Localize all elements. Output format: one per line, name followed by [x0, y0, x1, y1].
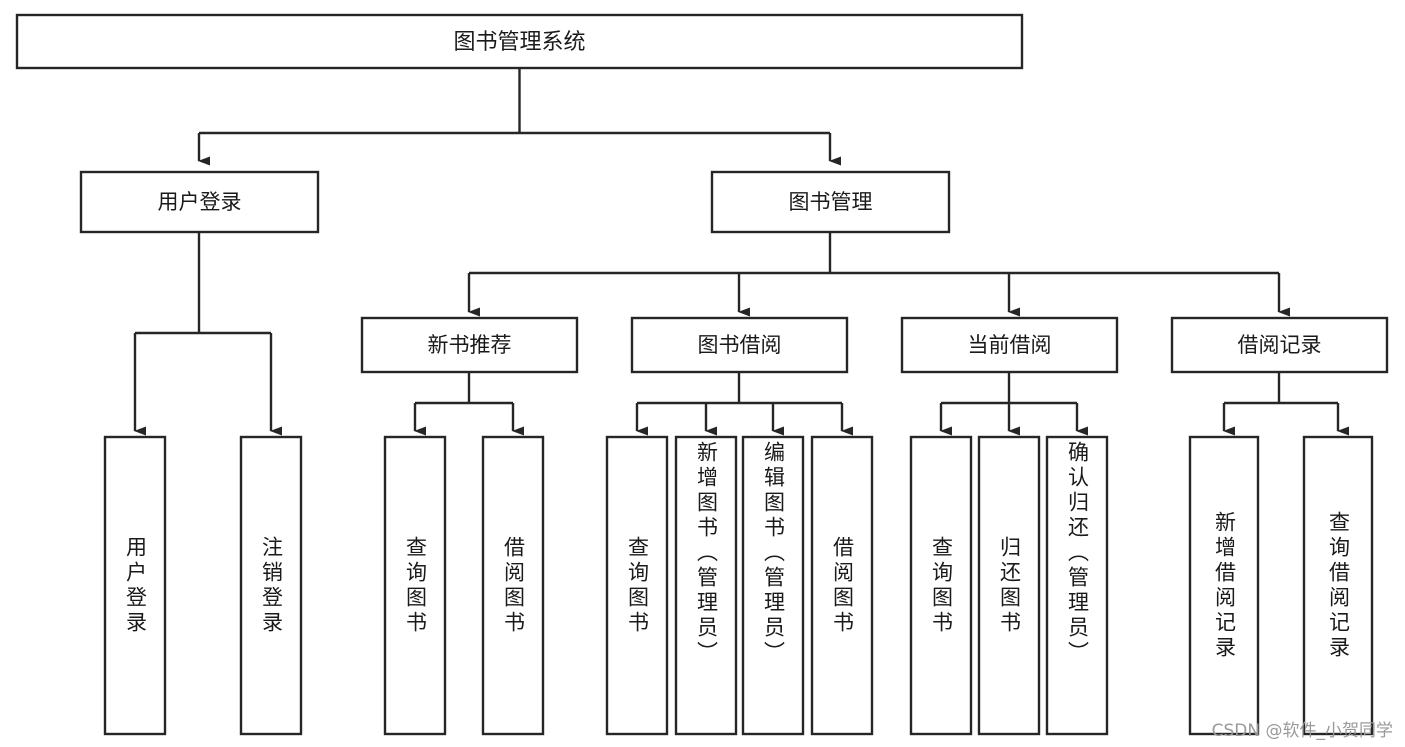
leaf-add-book-box[interactable] [674, 435, 738, 736]
leaf-user-login-box[interactable] [103, 435, 167, 736]
node-book-manage-label: 图书管理 [789, 190, 873, 214]
node-user-login-box[interactable] [79, 170, 320, 234]
leaf-query-book-1-box[interactable] [383, 435, 447, 736]
node-borrow-record-box[interactable] [1170, 316, 1389, 374]
node-new-book-recommend[interactable]: 新书推荐 [360, 316, 579, 374]
leaf-borrow-book-1-box[interactable] [481, 435, 545, 736]
leaf-borrow-book-2-box[interactable] [810, 435, 874, 736]
leaf-confirm-return-box[interactable] [1045, 435, 1109, 736]
node-book-manage-box[interactable] [710, 170, 951, 234]
node-book-borrow-box[interactable] [630, 316, 849, 374]
node-book-borrow[interactable]: 图书借阅 [630, 316, 849, 374]
node-user-login[interactable]: 用户登录 [79, 170, 320, 234]
leaf-query-book-3-box[interactable] [909, 435, 973, 736]
leaf-add-record-box[interactable] [1188, 435, 1260, 736]
node-current-borrow-box[interactable] [900, 316, 1119, 374]
node-borrow-record[interactable]: 借阅记录 [1170, 316, 1389, 374]
node-user-login-label: 用户登录 [158, 190, 242, 214]
edge-layer [133, 68, 1349, 436]
leaf-query-record-box[interactable] [1302, 435, 1374, 736]
node-book-borrow-label: 图书借阅 [698, 333, 782, 357]
node-current-borrow-label: 当前借阅 [968, 333, 1052, 357]
leaf-box-layer [103, 435, 1374, 736]
node-new-book-recommend-box[interactable] [360, 316, 579, 374]
leaf-edit-book-box[interactable] [741, 435, 805, 736]
node-root-box[interactable] [15, 13, 1024, 70]
node-borrow-record-label: 借阅记录 [1238, 333, 1322, 357]
leaf-query-book-2-box[interactable] [605, 435, 669, 736]
node-root[interactable]: 图书管理系统 [15, 13, 1024, 70]
node-root-label: 图书管理系统 [453, 30, 585, 55]
leaf-user-logout-box[interactable] [239, 435, 303, 736]
node-new-book-recommend-label: 新书推荐 [428, 333, 512, 357]
leaf-return-book-box[interactable] [977, 435, 1041, 736]
node-book-manage[interactable]: 图书管理 [710, 170, 951, 234]
node-current-borrow[interactable]: 当前借阅 [900, 316, 1119, 374]
